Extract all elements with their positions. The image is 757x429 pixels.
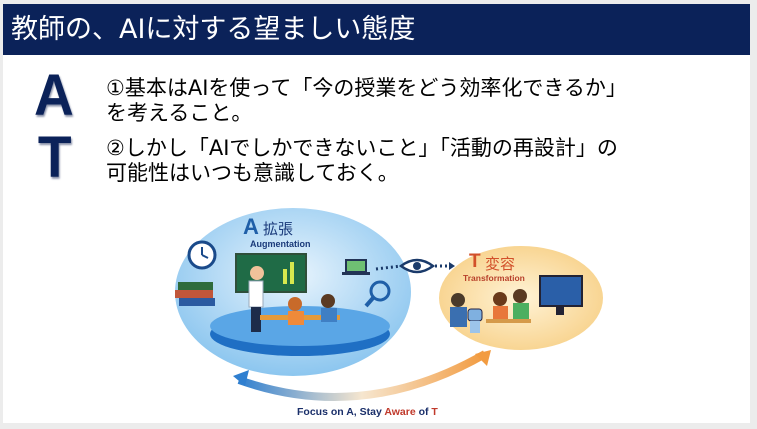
teacher — [250, 266, 264, 280]
cycle-arrow — [237, 350, 487, 401]
augmentation-label: Augmentation — [250, 239, 311, 249]
transformation-kanji: 変容 — [485, 256, 516, 273]
point-2-line-1: ②しかし「AIでしかできないこと」「活動の再設計」の — [106, 136, 618, 160]
caption-text: Focus on — [297, 406, 347, 418]
monitor — [539, 275, 583, 307]
transformation-label: Transformation — [463, 273, 525, 283]
point-2-line-2: 可能性はいつも意識しておく。 — [106, 161, 399, 185]
point-1-line-1: ①基本はAIを使って「今の授業をどう効率化できるか」 — [106, 76, 627, 100]
augmentation-letter: A — [243, 214, 259, 239]
magnifier-icon — [369, 280, 391, 302]
letter-t: T — [37, 125, 72, 190]
point-1-line-2: を考えること。 — [106, 101, 253, 125]
caption-t: T — [431, 406, 438, 418]
caption: Focus on A, Stay Aware of T — [297, 406, 438, 418]
chalkboard — [235, 253, 307, 293]
letter-a: A — [34, 63, 74, 128]
transformation-letter: T — [469, 251, 481, 272]
laptop-icon — [345, 259, 367, 273]
caption-aware: Aware — [384, 406, 416, 418]
augmentation-kanji: 拡張 — [263, 221, 294, 238]
books-icon — [178, 282, 213, 290]
caption-text: of — [415, 406, 432, 418]
caption-text: , Stay — [353, 406, 385, 418]
robot-icon — [467, 308, 483, 322]
slide: 教師の、AIに対する望ましい態度 A T ①基本はAIを使って「今の授業をどう効… — [3, 4, 750, 423]
illustration — [175, 208, 603, 401]
slide-title: 教師の、AIに対する望ましい態度 — [3, 4, 750, 55]
caption-a: A — [346, 406, 354, 418]
